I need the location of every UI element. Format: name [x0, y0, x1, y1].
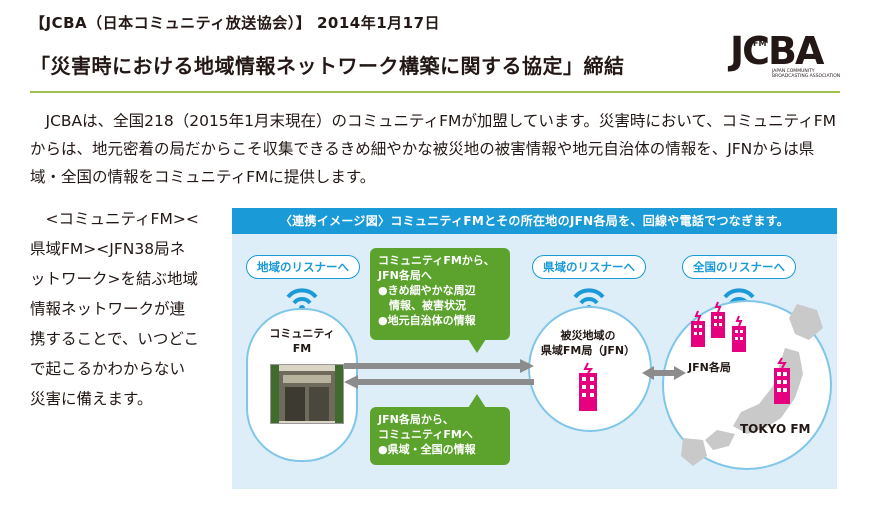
intro-paragraph: JCBAは、全国218（2015年1月末現在）のコミュニティFMが加盟しています… [30, 112, 836, 186]
info-line: ●地元自治体の情報 [378, 314, 476, 327]
title-divider [30, 91, 840, 93]
info-line: JFN各局から、 [378, 413, 454, 426]
station-photo [270, 364, 344, 424]
info-box-jfn-to-community: JFN各局から、 コミュニティFMへ ●県域・全国の情報 [370, 407, 510, 465]
prefecture-fm-label: 被災地域の 県域FM局（JFN） [528, 328, 648, 358]
header-date-line: 【JCBA（日本コミュニティ放送協会）】 2014年1月17日 [30, 14, 441, 32]
broadcast-tower-icon [579, 362, 597, 411]
jfn-tower-icon [732, 315, 746, 352]
jcba-logo: JCBA FM JAPAN COMMUNITY BROADCASTING ASS… [727, 26, 840, 80]
callout-tail [468, 339, 486, 353]
prefecture-label-line2: 県域FM局（JFN） [540, 344, 636, 357]
prefecture-label-line1: 被災地域の [560, 329, 616, 342]
logo-caption-2: BROADCASTING ASSOCIATION [772, 73, 840, 79]
radio-wave-icon [286, 288, 318, 311]
pill-local-listeners: 地域のリスナーへ [246, 255, 360, 279]
info-line: ●きめ細やかな周辺 [378, 284, 476, 297]
tokyo-fm-tower-icon [774, 357, 790, 404]
community-fm-label: コミュニティ FM [262, 326, 342, 356]
pill-national-listeners: 全国のリスナーへ [682, 255, 796, 279]
info-box-community-to-jfn: コミュニティFMから、 JFN各局へ ●きめ細やかな周辺 情報、被害状況 ●地元… [370, 248, 510, 340]
logo-fm: FM [753, 39, 766, 48]
page-title: 「災害時における地域情報ネットワーク構築に関する協定」締結 [30, 54, 625, 78]
logo-caption-1: JAPAN COMMUNITY [771, 68, 815, 74]
callout-tail [468, 394, 486, 408]
linkage-diagram: 〈連携イメージ図〉コミュニティFMとその所在地のJFN各局を、回線や電話でつなぎ… [232, 208, 837, 489]
info-line: コミュニティFMへ [378, 428, 473, 441]
jfn-stations-label: JFN各局 [688, 361, 731, 374]
side-paragraph: <コミュニティFM><県域FM><JFN38局ネットワーク>を結ぶ地域情報ネット… [30, 210, 199, 408]
pill-prefecture-listeners: 県域のリスナーへ [532, 255, 646, 279]
arrow-to-prefecture [344, 359, 534, 373]
info-line: 情報、被害状況 [378, 299, 466, 312]
community-fm-label-line2: FM [292, 342, 312, 355]
arrow-to-community [344, 375, 534, 389]
info-line: JFN各局へ [378, 269, 432, 282]
jfn-tower-icon [711, 301, 725, 338]
community-fm-label-line1: コミュニティ [269, 327, 335, 340]
logo-text: JCBA [727, 29, 825, 73]
info-line: ●県域・全国の情報 [378, 443, 476, 456]
double-arrow [642, 366, 686, 380]
diagram-banner: 〈連携イメージ図〉コミュニティFMとその所在地のJFN各局を、回線や電話でつなぎ… [232, 208, 837, 234]
tokyo-fm-label: TOKYO FM [740, 422, 811, 436]
jfn-tower-icon [691, 310, 705, 347]
info-line: コミュニティFMから、 [378, 254, 495, 267]
